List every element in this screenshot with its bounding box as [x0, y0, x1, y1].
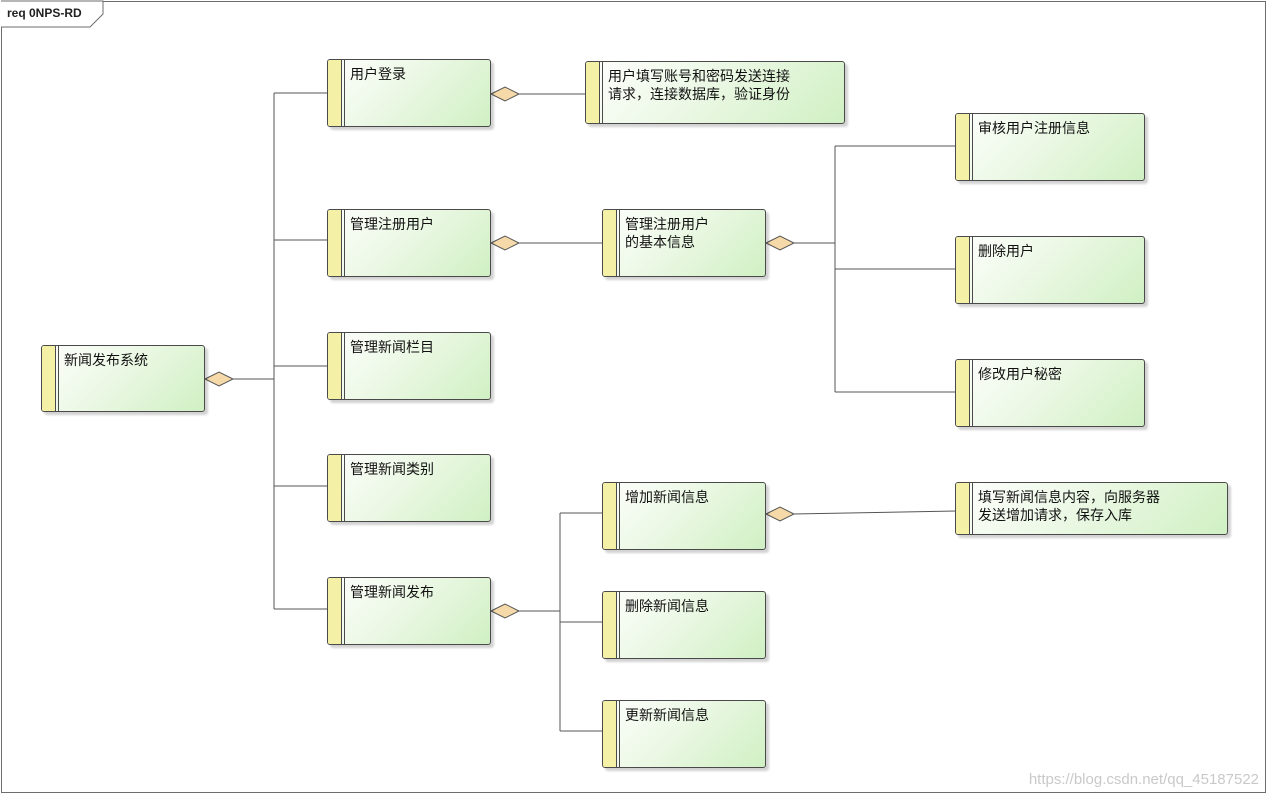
aggregation-diamond [764, 235, 796, 251]
node-add-news-description[interactable]: 填写新闻信息内容，向服务器 发送增加请求，保存入库 [955, 482, 1228, 535]
node-review-user[interactable]: 审核用户注册信息 [955, 113, 1145, 181]
node-user-login[interactable]: 用户登录 [327, 59, 491, 127]
frame-title: req 0NPS-RD [7, 6, 82, 20]
node-stripe [328, 578, 345, 644]
frame-tab [1, 0, 104, 28]
node-update-news[interactable]: 更新新闻信息 [602, 700, 766, 768]
node-stripe [956, 360, 973, 426]
node-stripe [956, 114, 973, 180]
node-label: 填写新闻信息内容，向服务器 发送增加请求，保存入库 [978, 490, 1160, 524]
node-stripe [328, 60, 345, 126]
node-label: 增加新闻信息 [625, 490, 709, 506]
node-label: 删除用户 [978, 244, 1034, 260]
node-add-news[interactable]: 增加新闻信息 [602, 482, 766, 550]
node-label: 删除新闻信息 [625, 599, 709, 615]
node-label: 管理新闻发布 [350, 585, 434, 601]
node-stripe [603, 483, 620, 549]
node-login-description[interactable]: 用户填写账号和密码发送连接 请求，连接数据库，验证身份 [585, 61, 845, 124]
node-manage-columns[interactable]: 管理新闻栏目 [327, 332, 491, 400]
node-delete-user[interactable]: 删除用户 [955, 236, 1145, 304]
node-change-password[interactable]: 修改用户秘密 [955, 359, 1145, 427]
node-label: 管理注册用户 [350, 217, 434, 233]
aggregation-diamond [489, 86, 521, 102]
node-manage-users[interactable]: 管理注册用户 [327, 209, 491, 277]
aggregation-diamond [489, 235, 521, 251]
aggregation-diamond [489, 603, 521, 619]
node-manage-publish[interactable]: 管理新闻发布 [327, 577, 491, 645]
node-label: 审核用户注册信息 [978, 121, 1090, 137]
node-manage-user-info[interactable]: 管理注册用户 的基本信息 [602, 209, 766, 277]
node-stripe [956, 483, 973, 534]
node-stripe [603, 701, 620, 767]
node-stripe [603, 592, 620, 658]
node-label: 用户填写账号和密码发送连接 请求，连接数据库，验证身份 [608, 69, 790, 103]
node-delete-news[interactable]: 删除新闻信息 [602, 591, 766, 659]
node-stripe [328, 210, 345, 276]
node-stripe [586, 62, 603, 123]
node-label: 新闻发布系统 [64, 353, 148, 369]
node-stripe [603, 210, 620, 276]
node-label: 管理新闻类别 [350, 462, 434, 478]
aggregation-diamond [203, 371, 235, 387]
node-stripe [328, 455, 345, 521]
node-stripe [956, 237, 973, 303]
node-label: 管理注册用户 的基本信息 [625, 217, 709, 251]
node-stripe [42, 346, 59, 411]
node-label: 更新新闻信息 [625, 708, 709, 724]
node-news-system[interactable]: 新闻发布系统 [41, 345, 205, 412]
node-label: 管理新闻栏目 [350, 340, 434, 356]
node-label: 用户登录 [350, 67, 406, 83]
watermark: https://blog.csdn.net/qq_45187522 [1028, 771, 1259, 788]
node-label: 修改用户秘密 [978, 367, 1062, 383]
aggregation-diamond [764, 506, 796, 522]
node-stripe [328, 333, 345, 399]
node-manage-categories[interactable]: 管理新闻类别 [327, 454, 491, 522]
